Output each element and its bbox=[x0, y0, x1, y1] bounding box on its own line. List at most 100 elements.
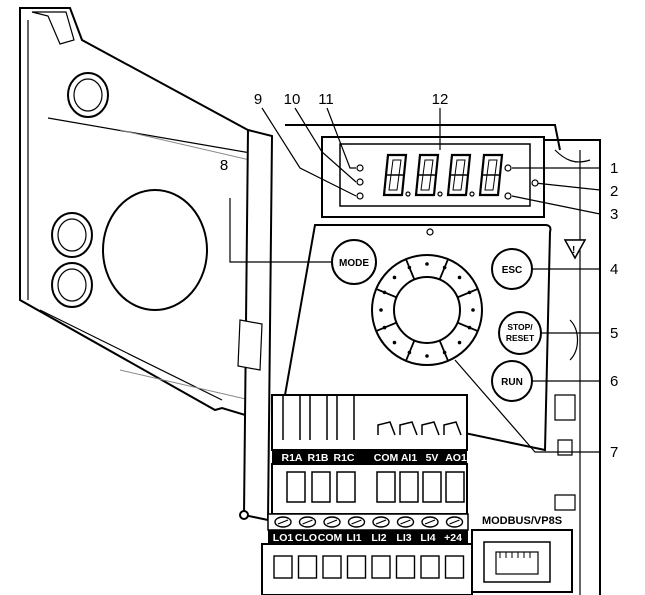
dial-divider bbox=[438, 340, 449, 362]
run-button[interactable]: RUN bbox=[491, 360, 533, 402]
terminal-slot[interactable] bbox=[420, 555, 440, 579]
leader-7 bbox=[454, 359, 600, 453]
callout-8: 8 bbox=[220, 157, 228, 174]
cover-knockouts bbox=[51, 72, 208, 311]
dial-divider bbox=[375, 288, 397, 299]
callout-11: 11 bbox=[318, 91, 334, 108]
callout-4: 4 bbox=[610, 261, 618, 278]
leader-9 bbox=[261, 107, 357, 197]
led-9 bbox=[356, 192, 364, 200]
display-digit bbox=[382, 153, 411, 197]
terminal-label: R1B bbox=[307, 452, 328, 464]
svg-text:MODE: MODE bbox=[339, 258, 369, 269]
led-3 bbox=[504, 192, 512, 200]
warning-triangle-icon: ! bbox=[563, 239, 587, 260]
dial-dot bbox=[382, 325, 387, 330]
terminal-slot[interactable] bbox=[297, 555, 318, 579]
dial-dot bbox=[467, 290, 472, 295]
terminal-label: LI2 bbox=[371, 532, 386, 544]
dial-divider bbox=[457, 288, 479, 299]
svg-text:RESET: RESET bbox=[506, 333, 535, 343]
leader-11 bbox=[326, 107, 356, 169]
upper-terminal-labels: R1A R1B R1C COM AI1 5V AO1 bbox=[281, 452, 466, 464]
led-1 bbox=[504, 164, 512, 172]
lower-terminal-block bbox=[261, 513, 473, 595]
display-digit bbox=[446, 153, 475, 197]
indicator-led bbox=[531, 179, 539, 187]
terminal-label: COM bbox=[374, 452, 399, 464]
dial-dot bbox=[379, 308, 383, 312]
terminal-slot[interactable] bbox=[322, 555, 342, 579]
terminal-slot[interactable] bbox=[371, 555, 391, 579]
dial-divider bbox=[438, 258, 449, 280]
callout-12: 12 bbox=[432, 91, 449, 108]
dial-dot bbox=[392, 275, 397, 280]
modbus-port-label: MODBUS/VP8S bbox=[482, 515, 562, 527]
terminal-label: LI1 bbox=[346, 532, 361, 544]
svg-text:RUN: RUN bbox=[501, 377, 523, 388]
dial-divider bbox=[405, 340, 416, 362]
led-11 bbox=[356, 164, 364, 172]
upper-terminal-block bbox=[271, 394, 468, 515]
display-window bbox=[321, 136, 545, 218]
seven-segment-display bbox=[382, 153, 504, 197]
dial-dot bbox=[457, 340, 462, 345]
lower-terminal-labels: LO1 CLO COM LI1 LI2 LI3 LI4 +24 bbox=[273, 532, 462, 544]
jog-dial[interactable] bbox=[371, 254, 483, 366]
terminal-label: LI3 bbox=[396, 532, 411, 544]
svg-text:ESC: ESC bbox=[502, 265, 523, 276]
display-digit bbox=[478, 153, 504, 197]
callout-9: 9 bbox=[254, 91, 262, 108]
stop-reset-button[interactable]: STOP/ RESET bbox=[498, 311, 542, 355]
dial-dot bbox=[457, 275, 462, 280]
dial-dot bbox=[442, 350, 447, 355]
terminal-label: COM bbox=[318, 532, 343, 544]
terminal-label: +24 bbox=[444, 532, 462, 544]
dial-dot bbox=[425, 262, 429, 266]
display-digit bbox=[414, 153, 443, 197]
leader-8 bbox=[229, 198, 332, 263]
terminal-slot[interactable] bbox=[395, 555, 416, 579]
callout-3: 3 bbox=[610, 206, 618, 223]
terminal-label: AO1 bbox=[445, 452, 467, 464]
callout-10: 10 bbox=[284, 91, 301, 108]
callout-7: 7 bbox=[610, 444, 618, 461]
callout-leaders bbox=[229, 107, 601, 453]
leader-3 bbox=[511, 195, 601, 215]
svg-text:STOP/: STOP/ bbox=[507, 322, 533, 332]
callout-1: 1 bbox=[610, 160, 618, 177]
terminal-slot[interactable] bbox=[444, 555, 465, 579]
modbus-port[interactable] bbox=[471, 529, 573, 593]
callout-5: 5 bbox=[610, 325, 618, 342]
terminal-label: LO1 bbox=[273, 532, 294, 544]
terminal-label: CLO bbox=[295, 532, 317, 544]
esc-button[interactable]: ESC bbox=[491, 248, 533, 290]
dial-dot bbox=[471, 308, 475, 312]
display-leds bbox=[356, 164, 512, 200]
dial-dot bbox=[382, 290, 387, 295]
terminal-label: 5V bbox=[426, 452, 439, 464]
dial-dot bbox=[407, 265, 412, 270]
callout-2: 2 bbox=[610, 183, 618, 200]
terminal-slot[interactable] bbox=[273, 555, 293, 579]
callout-numbers: 1 2 3 4 5 6 7 8 9 10 11 12 bbox=[220, 91, 619, 461]
leader-2 bbox=[534, 182, 601, 191]
dial-dot bbox=[467, 325, 472, 330]
terminal-label: R1A bbox=[281, 452, 302, 464]
dial-dot bbox=[392, 340, 397, 345]
dial-dot bbox=[425, 354, 429, 358]
leader-10 bbox=[294, 107, 357, 183]
drive-housing bbox=[285, 124, 601, 595]
terminal-label: LI4 bbox=[420, 532, 435, 544]
dial-divider bbox=[457, 321, 479, 332]
dial-dot bbox=[407, 350, 412, 355]
terminal-label: AI1 bbox=[401, 452, 418, 464]
dial-divider bbox=[375, 321, 397, 332]
terminal-label: R1C bbox=[333, 452, 354, 464]
dial-divider bbox=[405, 258, 416, 280]
mode-button[interactable]: MODE bbox=[331, 239, 377, 285]
led-10 bbox=[356, 178, 364, 186]
dial-dot bbox=[442, 265, 447, 270]
terminal-slot[interactable] bbox=[346, 555, 367, 579]
